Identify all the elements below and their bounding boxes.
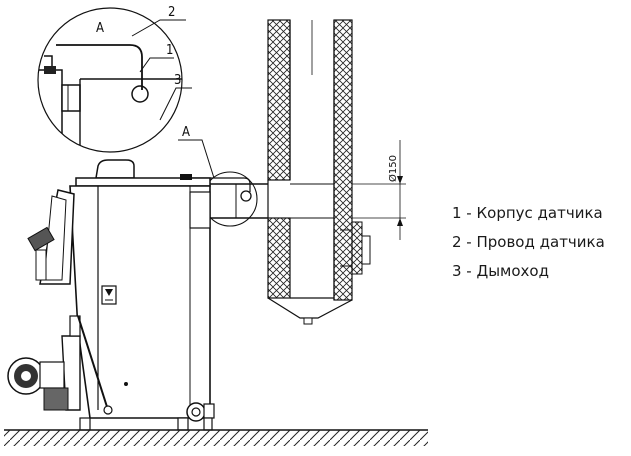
legend: 1 - Корпус датчика 2 - Провод датчика 3 … xyxy=(452,204,605,280)
detail-circle xyxy=(37,7,183,153)
legend-item-3: 3 - Дымоход xyxy=(452,262,549,280)
legend-item-1: 1 - Корпус датчика xyxy=(452,204,603,222)
detail-letter-top: A xyxy=(96,21,104,36)
flue-pipe: A xyxy=(178,125,334,227)
chimney xyxy=(267,19,371,325)
callout-1-detail: 1 xyxy=(166,43,173,58)
callout-3-detail: 3 xyxy=(174,73,181,88)
legend-item-2: 2 - Провод датчика xyxy=(452,233,605,251)
callout-2-detail: 2 xyxy=(168,5,175,20)
floor xyxy=(4,429,428,446)
boiler xyxy=(7,159,215,431)
diameter-label: Ø150 xyxy=(387,155,399,182)
detail-a-view: A 2 1 3 xyxy=(37,5,192,153)
detail-letter-main: A xyxy=(182,125,190,140)
diameter-dimension: Ø150 xyxy=(352,140,406,240)
